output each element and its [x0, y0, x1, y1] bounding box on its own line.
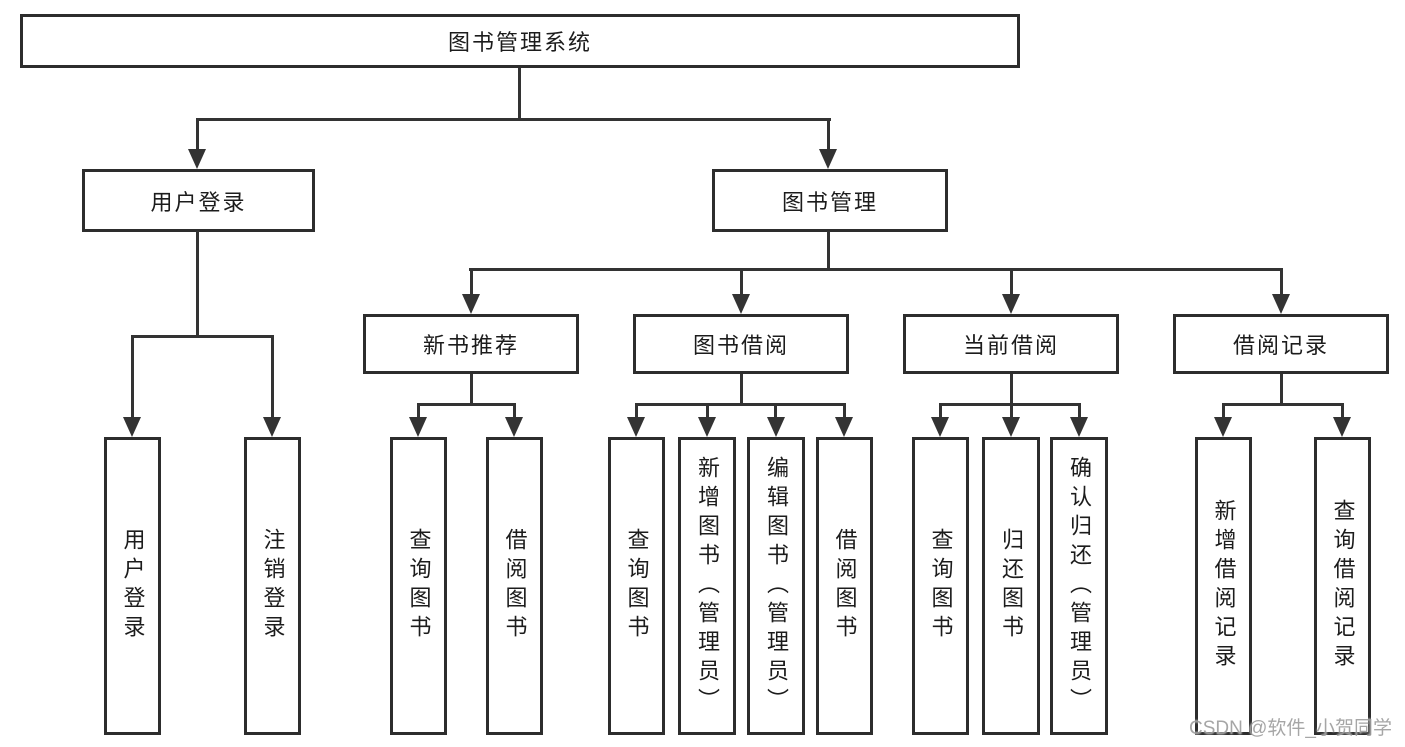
connector-book-management-stem: [827, 231, 830, 271]
node-user-login: 用户登录: [82, 169, 315, 232]
connector-to-leaf-user-login: [131, 335, 134, 419]
node-current-borrow-label: 当前借阅: [962, 333, 1059, 358]
arrow-down-br-add: [1214, 417, 1232, 437]
leaf-br-query-record: 查询借阅记录: [1314, 437, 1371, 735]
connector-to-new-book-recommend: [470, 268, 473, 294]
arrow-down-book-management: [819, 149, 837, 169]
arrow-down-nbr-borrow: [505, 417, 523, 437]
arrow-down-br-query: [1333, 417, 1351, 437]
connector-to-leaf-logout: [271, 335, 274, 419]
connector-to-bb-edit: [774, 403, 777, 419]
leaf-label: 查询图书: [624, 528, 650, 644]
connector-to-bb-query: [635, 403, 638, 419]
leaf-bb-query-book: 查询图书: [608, 437, 665, 735]
connector-root-stem: [518, 68, 521, 120]
connector-to-book-borrow: [740, 268, 743, 294]
node-root-label: 图书管理系统: [447, 30, 592, 55]
node-book-borrow-label: 图书借阅: [692, 333, 789, 358]
arrow-down-cb-return: [1002, 417, 1020, 437]
arrow-down-borrow-record: [1272, 294, 1290, 314]
connector-br-rail: [1222, 403, 1344, 406]
arrow-down-cb-query: [931, 417, 949, 437]
arrow-down-bb-add: [698, 417, 716, 437]
connector-br-stem: [1280, 374, 1283, 405]
connector-to-borrow-record: [1280, 268, 1283, 294]
connector-to-nbr-query: [417, 403, 420, 419]
arrow-down-bb-query: [627, 417, 645, 437]
arrow-down-cb-confirm: [1070, 417, 1088, 437]
connector-user-login-rail: [131, 335, 274, 338]
leaf-label: 注销登录: [260, 528, 286, 644]
leaf-label: 新增图书（管理员）: [695, 455, 720, 717]
connector-level3-rail: [469, 268, 1283, 271]
arrow-down-user-login: [188, 149, 206, 169]
arrow-down-book-borrow: [732, 294, 750, 314]
connector-bb-rail: [635, 403, 846, 406]
connector-nbr-rail: [417, 403, 516, 406]
leaf-bb-add-book-admin: 新增图书（管理员）: [678, 437, 736, 735]
leaf-label: 借阅图书: [832, 528, 858, 644]
node-book-management: 图书管理: [712, 169, 948, 232]
leaf-nbr-query-book: 查询图书: [390, 437, 447, 735]
node-book-borrow: 图书借阅: [633, 314, 849, 374]
leaf-label: 查询图书: [406, 528, 432, 644]
connector-to-user-login: [196, 118, 199, 152]
arrow-down-bb-borrow: [835, 417, 853, 437]
csdn-watermark: CSDN @软件_小贺同学: [1189, 718, 1392, 739]
leaf-nbr-borrow-book: 借阅图书: [486, 437, 543, 735]
arrow-down-leaf-user-login: [123, 417, 141, 437]
node-user-login-label: 用户登录: [150, 189, 247, 215]
leaf-cb-return-book: 归还图书: [982, 437, 1040, 735]
leaf-logout: 注销登录: [244, 437, 301, 735]
leaf-label: 借阅图书: [502, 528, 528, 644]
leaf-label: 归还图书: [999, 528, 1024, 644]
node-current-borrow: 当前借阅: [903, 314, 1119, 374]
arrow-down-new-book-recommend: [462, 294, 480, 314]
connector-to-br-query: [1341, 403, 1344, 419]
connector-bb-stem: [740, 374, 743, 405]
node-root: 图书管理系统: [20, 14, 1020, 68]
leaf-bb-edit-book-admin: 编辑图书（管理员）: [747, 437, 805, 735]
leaf-label: 用户登录: [120, 528, 146, 644]
connector-level2-rail: [197, 118, 831, 121]
connector-to-bb-add: [706, 403, 709, 419]
leaf-cb-confirm-return-admin: 确认归还（管理员）: [1050, 437, 1108, 735]
connector-to-bb-borrow: [843, 403, 846, 419]
node-new-book-recommend: 新书推荐: [363, 314, 579, 374]
connector-to-br-add: [1222, 403, 1225, 419]
connector-user-login-stem: [196, 231, 199, 337]
leaf-br-add-record: 新增借阅记录: [1195, 437, 1252, 735]
connector-to-cb-confirm: [1078, 403, 1081, 419]
connector-to-book-management: [827, 118, 830, 152]
leaf-bb-borrow-book: 借阅图书: [816, 437, 873, 735]
arrow-down-leaf-logout: [263, 417, 281, 437]
leaf-label: 新增借阅记录: [1211, 499, 1237, 673]
leaf-cb-query-book: 查询图书: [912, 437, 969, 735]
connector-nbr-stem: [470, 374, 473, 405]
leaf-user-login: 用户登录: [104, 437, 161, 735]
leaf-label: 确认归还（管理员）: [1067, 455, 1092, 717]
arrow-down-current-borrow: [1002, 294, 1020, 314]
arrow-down-bb-edit: [767, 417, 785, 437]
connector-to-nbr-borrow: [513, 403, 516, 419]
node-borrow-record-label: 借阅记录: [1232, 333, 1329, 358]
node-book-management-label: 图书管理: [781, 189, 878, 215]
connector-to-cb-query: [939, 403, 942, 419]
leaf-label: 查询图书: [928, 528, 954, 644]
connector-cb-stem: [1010, 374, 1013, 405]
leaf-label: 编辑图书（管理员）: [764, 455, 789, 717]
connector-to-cb-return: [1010, 403, 1013, 419]
arrow-down-nbr-query: [409, 417, 427, 437]
leaf-label: 查询借阅记录: [1330, 499, 1356, 673]
connector-to-current-borrow: [1010, 268, 1013, 294]
node-new-book-recommend-label: 新书推荐: [422, 333, 519, 358]
node-borrow-record: 借阅记录: [1173, 314, 1389, 374]
